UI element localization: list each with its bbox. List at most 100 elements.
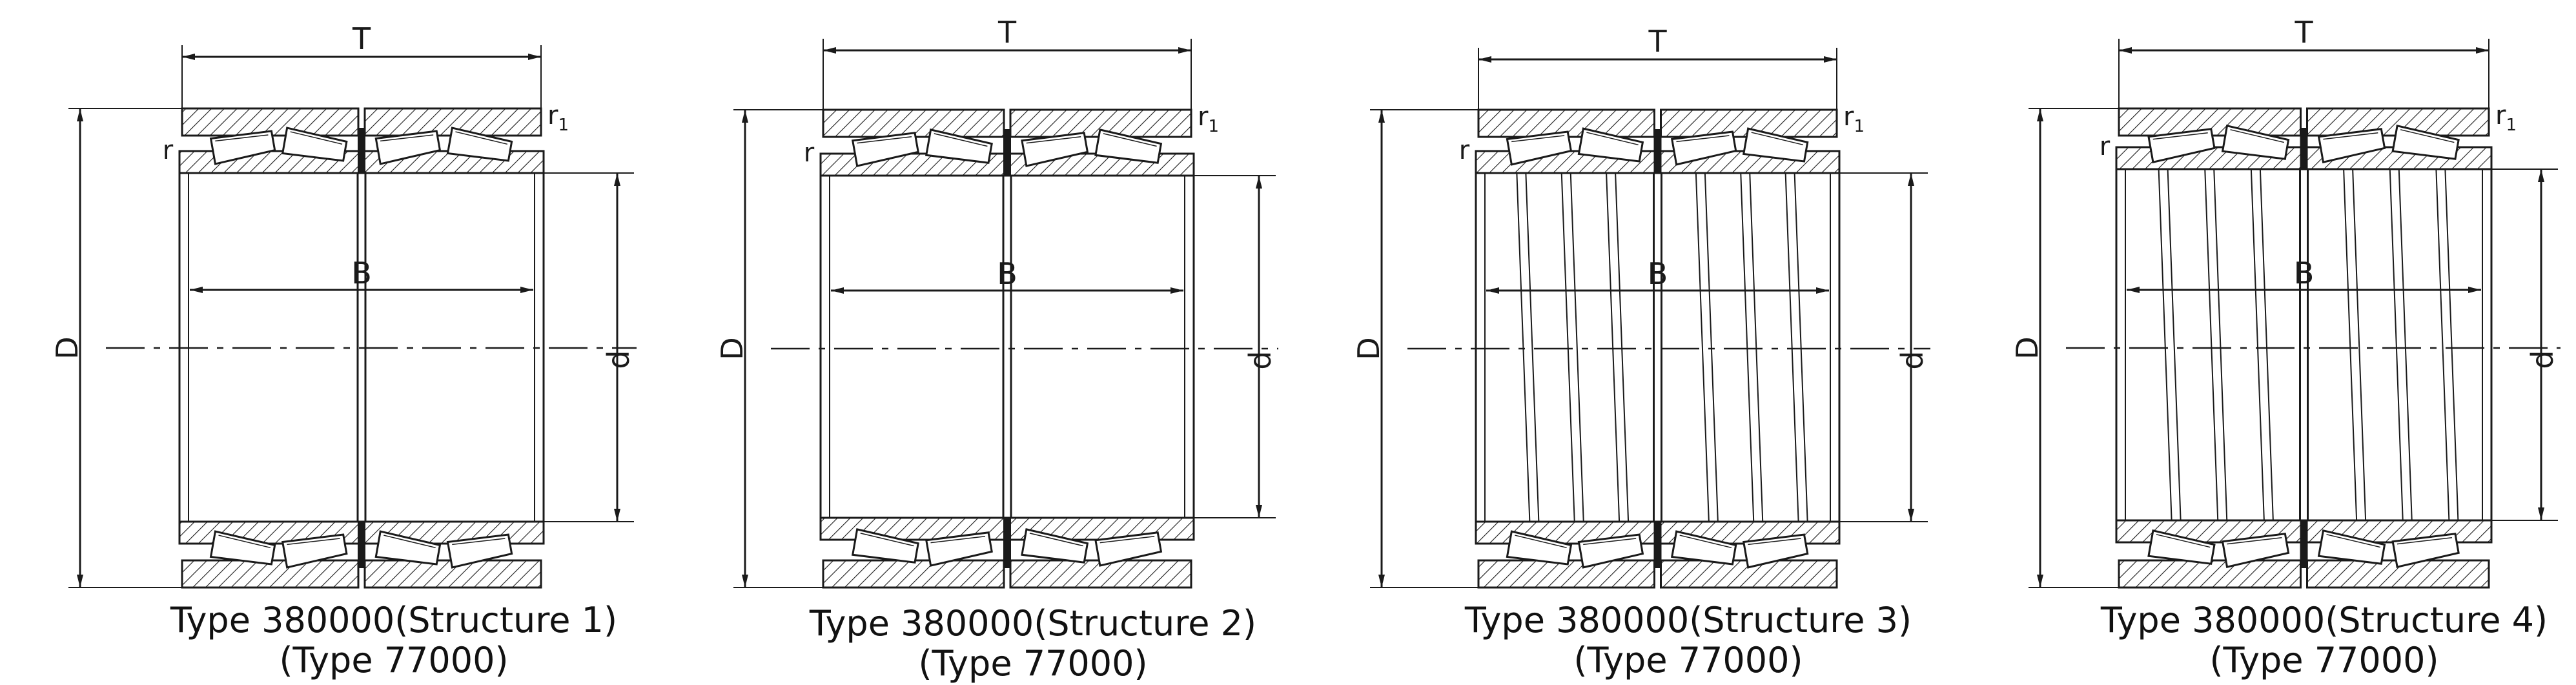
roller: [2317, 128, 2386, 163]
roller: [925, 531, 993, 567]
roller: [2221, 125, 2290, 160]
spacer-bottom: [358, 522, 365, 568]
spacer-top: [1003, 129, 1011, 176]
inner-ring-bottom-right: [1657, 520, 1841, 545]
bore-line: [2204, 169, 2219, 521]
caption-3-line1: Type 380000(Structure 3): [1464, 600, 1912, 640]
label-B: B: [1648, 256, 1668, 291]
roller: [209, 130, 276, 165]
bore-line: [2250, 169, 2265, 521]
roller: [1670, 130, 1737, 166]
roller: [446, 127, 513, 162]
bore-line: [1525, 172, 1540, 522]
roller: [446, 533, 513, 569]
label-D: D: [715, 337, 750, 360]
bore-line: [1794, 172, 1808, 522]
label-T: T: [2294, 15, 2313, 50]
roller: [1577, 533, 1644, 569]
label-r: r: [1459, 136, 1470, 165]
bearing-figure-2: T B Dd r r1: [715, 15, 1278, 589]
roller: [851, 132, 919, 167]
bore-line: [2435, 169, 2450, 521]
roller: [374, 130, 442, 165]
label-T: T: [352, 21, 371, 56]
label-D: D: [1351, 337, 1386, 360]
caption-structure-4: Type 380000(Structure 4) (Type 77000): [2001, 600, 2576, 680]
label-r: r: [163, 136, 174, 165]
bore-line: [1560, 172, 1575, 522]
caption-structure-3: Type 380000(Structure 3) (Type 77000): [1365, 600, 2011, 680]
bore-line: [2398, 169, 2413, 521]
outer-ring-bottom-left: [822, 559, 1005, 589]
label-r1: r1: [547, 101, 569, 135]
caption-4-line2: (Type 77000): [2209, 640, 2439, 680]
bore-line: [1516, 172, 1531, 522]
caption-1-line2: (Type 77000): [279, 640, 509, 680]
spacer-bottom: [1653, 522, 1662, 568]
roller: [1577, 127, 1644, 163]
label-d: d: [1243, 351, 1278, 369]
bearing-figure-1: T B Dd r r1: [50, 21, 637, 589]
bore-line: [1569, 172, 1584, 522]
label-D: D: [50, 336, 85, 359]
caption-2-line2: (Type 77000): [918, 643, 1148, 684]
caption-2-line1: Type 380000(Structure 2): [809, 603, 1257, 644]
spacer-top: [358, 128, 365, 173]
label-B: B: [351, 256, 372, 291]
roller: [1506, 530, 1573, 566]
bore-line: [1704, 172, 1719, 522]
label-r1: r1: [2495, 101, 2517, 135]
roller: [2391, 533, 2460, 568]
roller: [1670, 530, 1737, 566]
outer-ring-bottom-left: [2118, 559, 2302, 589]
roller: [1742, 533, 1809, 569]
roller: [2391, 125, 2460, 160]
label-r1: r1: [1198, 102, 1219, 136]
roller: [1506, 130, 1573, 166]
bore-line: [1749, 172, 1764, 522]
label-T: T: [1648, 24, 1667, 59]
roller: [281, 533, 348, 569]
spacer-bottom: [1003, 518, 1011, 568]
bore-line: [1606, 172, 1620, 522]
spacer-top: [2300, 128, 2308, 169]
label-d: d: [601, 350, 636, 369]
caption-1-line1: Type 380000(Structure 1): [170, 600, 618, 640]
bore-line: [2352, 169, 2367, 521]
label-T: T: [997, 15, 1017, 50]
bore-line: [2389, 169, 2404, 521]
bore-line: [1695, 172, 1710, 522]
caption-structure-2: Type 380000(Structure 2) (Type 77000): [710, 604, 1356, 684]
outer-ring-bottom-right: [363, 559, 542, 589]
roller: [2317, 529, 2386, 565]
caption-3-line2: (Type 77000): [1573, 640, 1803, 680]
label-r: r: [804, 138, 815, 168]
bore-line: [1784, 172, 1799, 522]
roller: [1021, 528, 1089, 564]
roller: [2147, 128, 2216, 163]
bore-line: [2444, 169, 2459, 521]
bore-line: [2343, 169, 2358, 521]
roller: [2147, 529, 2216, 565]
spacer-top: [1653, 129, 1662, 173]
roller: [925, 128, 993, 164]
roller: [1021, 132, 1089, 167]
label-B: B: [997, 256, 1017, 291]
roller: [851, 528, 919, 564]
bore-line: [2259, 169, 2274, 521]
roller: [374, 530, 442, 566]
roller: [1094, 531, 1163, 567]
roller: [1094, 128, 1163, 164]
label-B: B: [2294, 256, 2315, 291]
roller: [281, 127, 348, 162]
label-r1: r1: [1843, 102, 1865, 136]
bore-line: [2158, 169, 2172, 521]
roller: [1742, 127, 1809, 163]
roller: [2221, 533, 2290, 568]
caption-4-line1: Type 380000(Structure 4): [2100, 600, 2548, 640]
label-d: d: [2525, 350, 2560, 369]
